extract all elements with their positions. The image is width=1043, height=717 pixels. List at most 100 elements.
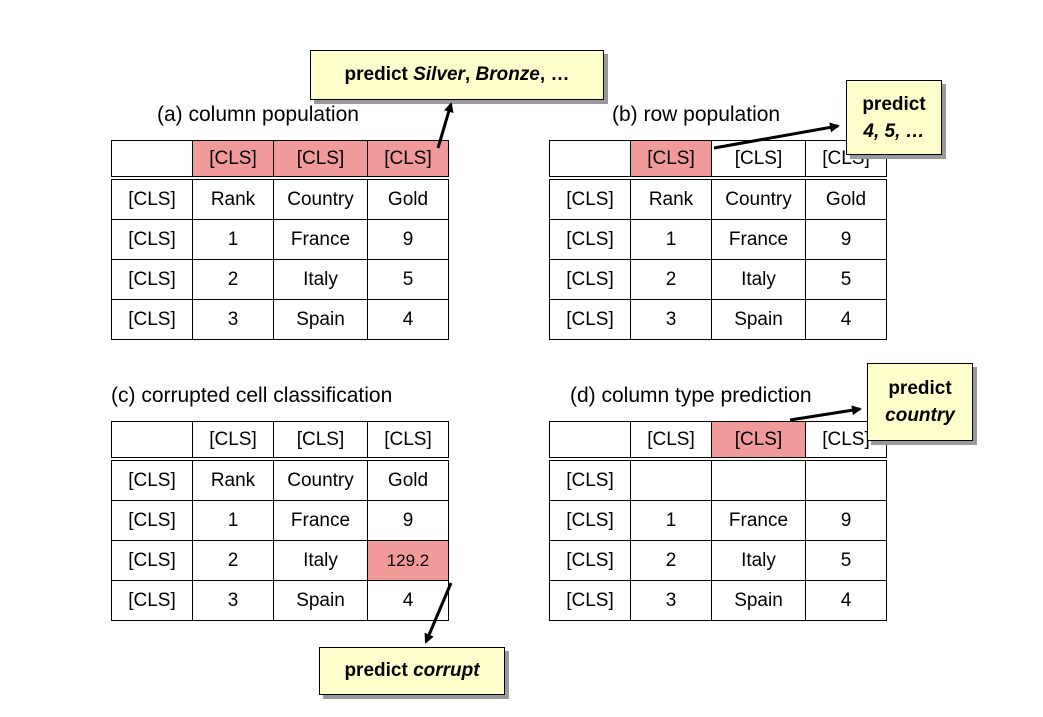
callout-line: predict	[862, 93, 926, 115]
table-cell: 3	[630, 580, 712, 621]
table-cell: 4	[805, 580, 887, 621]
column-cls-cell: [CLS]	[273, 140, 368, 180]
callout-predict-corrupt: predict corrupt	[319, 647, 505, 695]
column-cls-cell: [CLS]	[711, 421, 806, 461]
callout-item: country	[885, 405, 955, 426]
table-cell: 3	[630, 299, 712, 340]
table-row: [CLS] 2 Italy 5	[111, 259, 449, 300]
table-row: [CLS] Rank Country Gold	[111, 458, 449, 501]
table-row: [CLS] 2 Italy 129.2	[111, 540, 449, 581]
panel-d-table: [CLS] [CLS] [CLS] [CLS] [CLS] 1 France 9…	[549, 421, 887, 621]
table-row: [CLS] 1 France 9	[549, 219, 887, 260]
panel-d-title: (d) column type prediction	[570, 384, 812, 407]
table-cell: Gold	[367, 458, 449, 501]
table-cell	[111, 421, 193, 461]
table-cell: Spain	[273, 299, 368, 340]
table-cell: 2	[630, 259, 712, 300]
table-cell: 4	[367, 580, 449, 621]
table-cell: 3	[192, 299, 274, 340]
row-cls-cell: [CLS]	[111, 177, 193, 220]
table-row: [CLS] 3 Spain 4	[111, 580, 449, 621]
table-cell	[549, 140, 631, 180]
arrow-d	[789, 405, 862, 422]
row-cls-cell: [CLS]	[111, 299, 193, 340]
callout-predict-rows: predict 4, 5, …	[846, 80, 942, 155]
panel-b-table: [CLS] [CLS] [CLS] [CLS] Rank Country Gol…	[549, 140, 887, 340]
callout-sep: ,	[464, 64, 476, 85]
callout-prefix: predict	[344, 660, 414, 681]
row-cls-cell: [CLS]	[549, 540, 631, 581]
panel-a-table: [CLS] [CLS] [CLS] [CLS] Rank Country Gol…	[111, 140, 449, 340]
row-cls-cell: [CLS]	[549, 259, 631, 300]
table-row: [CLS] 3 Spain 4	[549, 299, 887, 340]
column-cls-cell: [CLS]	[273, 421, 368, 461]
callout-prefix: predict	[344, 64, 414, 85]
callout-line: predict	[888, 378, 952, 399]
table-cell: Rank	[630, 177, 712, 220]
column-cls-cell: [CLS]	[630, 421, 712, 461]
table-header-row: [CLS] [CLS] [CLS]	[111, 140, 449, 180]
table-header-row: [CLS] [CLS] [CLS]	[549, 421, 887, 461]
table-cell: Rank	[192, 458, 274, 501]
callout-item: Bronze	[475, 64, 540, 85]
table-cell: 5	[805, 259, 887, 300]
table-cell: Spain	[711, 299, 806, 340]
row-cls-cell: [CLS]	[549, 219, 631, 260]
column-cls-cell: [CLS]	[192, 140, 274, 180]
row-cls-cell: [CLS]	[549, 500, 631, 541]
table-row: [CLS] 3 Spain 4	[549, 580, 887, 621]
table-cell: Country	[711, 177, 806, 220]
row-cls-cell: [CLS]	[111, 500, 193, 541]
table-row: [CLS]	[549, 458, 887, 501]
table-cell: 2	[192, 540, 274, 581]
arrow-a	[436, 102, 454, 149]
table-cell: France	[273, 219, 368, 260]
table-cell: 4	[367, 299, 449, 340]
table-cell	[111, 140, 193, 180]
table-cell: 1	[192, 219, 274, 260]
panel-a-title: (a) column population	[157, 103, 359, 126]
table-cell: 9	[805, 219, 887, 260]
table-cell: Gold	[367, 177, 449, 220]
table-cell: Rank	[192, 177, 274, 220]
column-cls-cell: [CLS]	[367, 140, 449, 180]
table-cell: 5	[367, 259, 449, 300]
row-cls-cell: [CLS]	[111, 259, 193, 300]
table-row: [CLS] 2 Italy 5	[549, 259, 887, 300]
table-row: [CLS] 2 Italy 5	[549, 540, 887, 581]
table-cell: France	[273, 500, 368, 541]
callout-item: corrupt	[413, 660, 480, 681]
arrow-c	[424, 582, 453, 644]
callout-predict-country: predict country	[867, 363, 973, 441]
column-cls-cell: [CLS]	[367, 421, 449, 461]
row-cls-cell: [CLS]	[549, 299, 631, 340]
table-cell: 4	[805, 299, 887, 340]
corrupted-cell: 129.2	[367, 540, 449, 581]
row-cls-cell: [CLS]	[111, 219, 193, 260]
table-row: [CLS] Rank Country Gold	[549, 177, 887, 220]
row-cls-cell: [CLS]	[549, 177, 631, 220]
panel-b-title: (b) row population	[612, 103, 781, 126]
row-cls-cell: [CLS]	[111, 580, 193, 621]
table-cell: 2	[192, 259, 274, 300]
table-cell	[549, 421, 631, 461]
table-cell: Italy	[273, 259, 368, 300]
row-cls-cell: [CLS]	[549, 458, 631, 501]
table-cell: Italy	[711, 540, 806, 581]
panel-c-title: (c) corrupted cell classification	[111, 384, 393, 407]
table-cell: 1	[192, 500, 274, 541]
panel-c-table: [CLS] [CLS] [CLS] [CLS] Rank Country Gol…	[111, 421, 449, 621]
table-cell: Gold	[805, 177, 887, 220]
table-row: [CLS] 1 France 9	[111, 500, 449, 541]
table-row: [CLS] Rank Country Gold	[111, 177, 449, 220]
table-cell: Spain	[273, 580, 368, 621]
table-cell	[630, 458, 712, 501]
table-cell: Country	[273, 458, 368, 501]
table-header-row: [CLS] [CLS] [CLS]	[111, 421, 449, 461]
callout-sep: , …	[539, 64, 570, 85]
callout-predict-silver-bronze: predict Silver, Bronze, …	[310, 50, 604, 100]
table-cell: 9	[367, 500, 449, 541]
arrow-b	[713, 122, 840, 150]
table-row: [CLS] 3 Spain 4	[111, 299, 449, 340]
